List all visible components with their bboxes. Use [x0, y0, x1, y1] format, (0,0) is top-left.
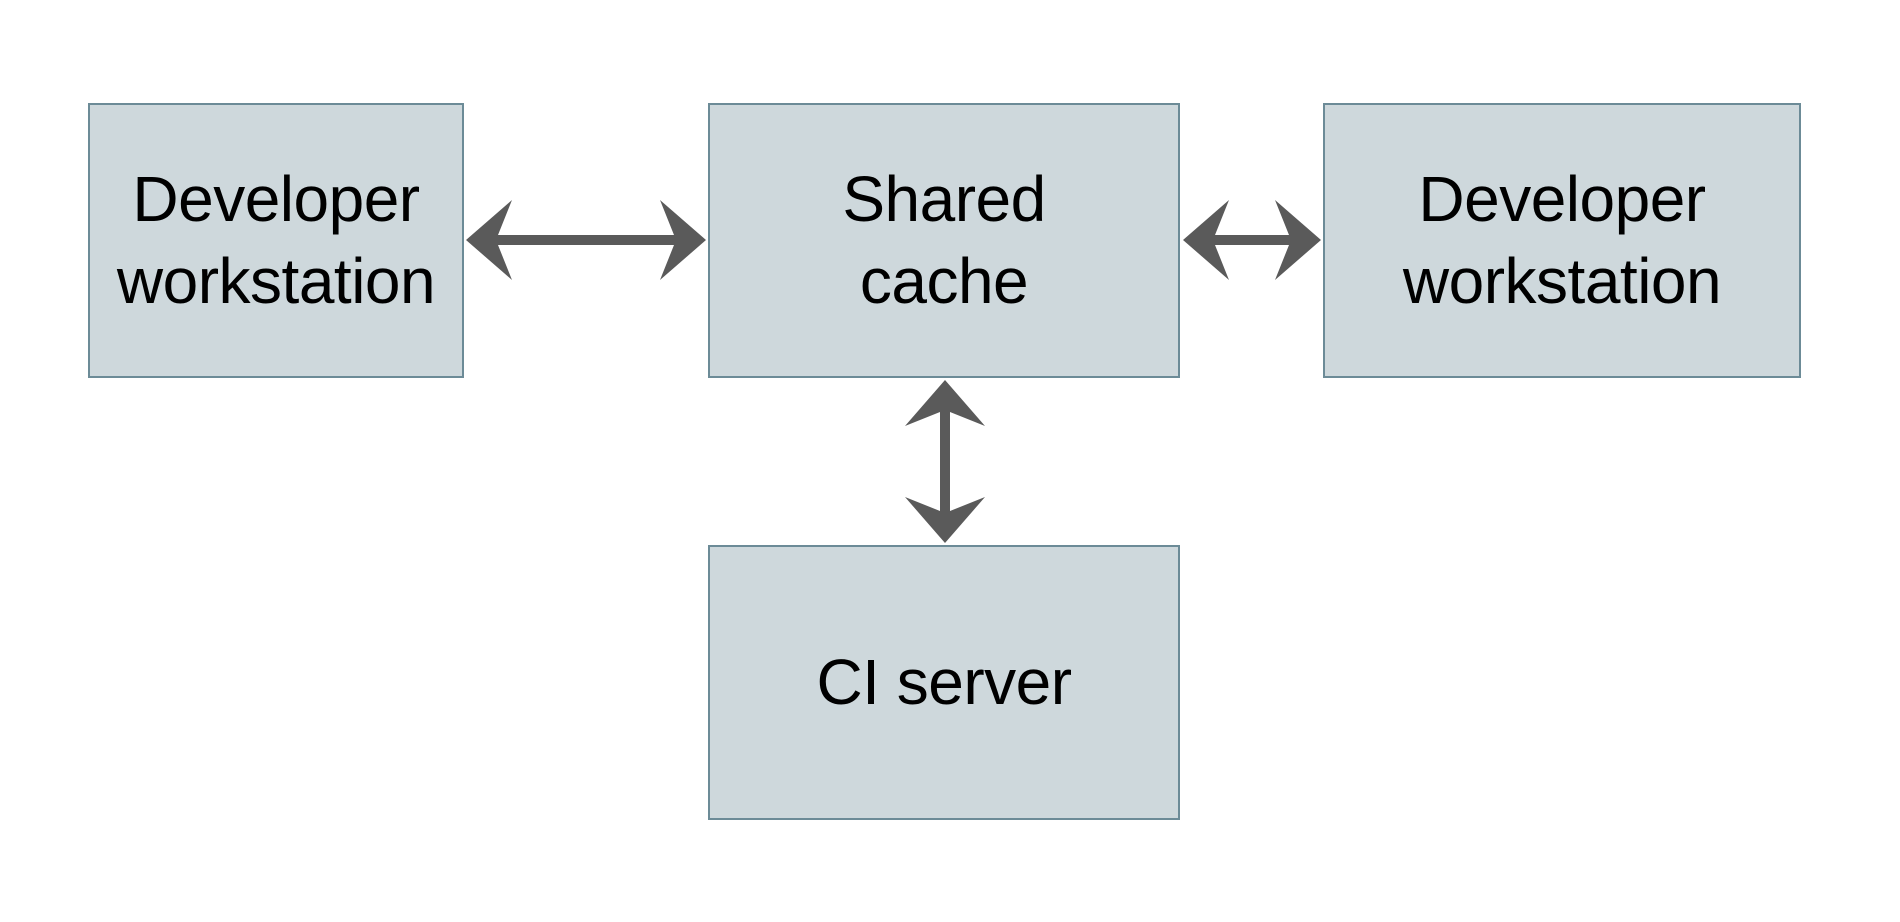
connector-left-workstation-to-cache [466, 200, 706, 280]
double-arrow-horizontal-icon [1183, 200, 1321, 280]
node-label: CI server [816, 645, 1072, 718]
node-developer-workstation-left[interactable]: Developer workstation [88, 103, 464, 378]
connector-ci-server-to-cache [905, 380, 985, 543]
node-ci-server[interactable]: CI server [708, 545, 1180, 820]
node-label: Developer workstation [116, 162, 436, 317]
node-label: Shared cache [842, 162, 1046, 317]
node-shared-cache[interactable]: Shared cache [708, 103, 1180, 378]
node-developer-workstation-right[interactable]: Developer workstation [1323, 103, 1801, 378]
double-arrow-vertical-icon [905, 380, 985, 543]
connector-cache-to-right-workstation [1183, 200, 1321, 280]
double-arrow-horizontal-icon [466, 200, 706, 280]
node-label: Developer workstation [1402, 162, 1722, 317]
